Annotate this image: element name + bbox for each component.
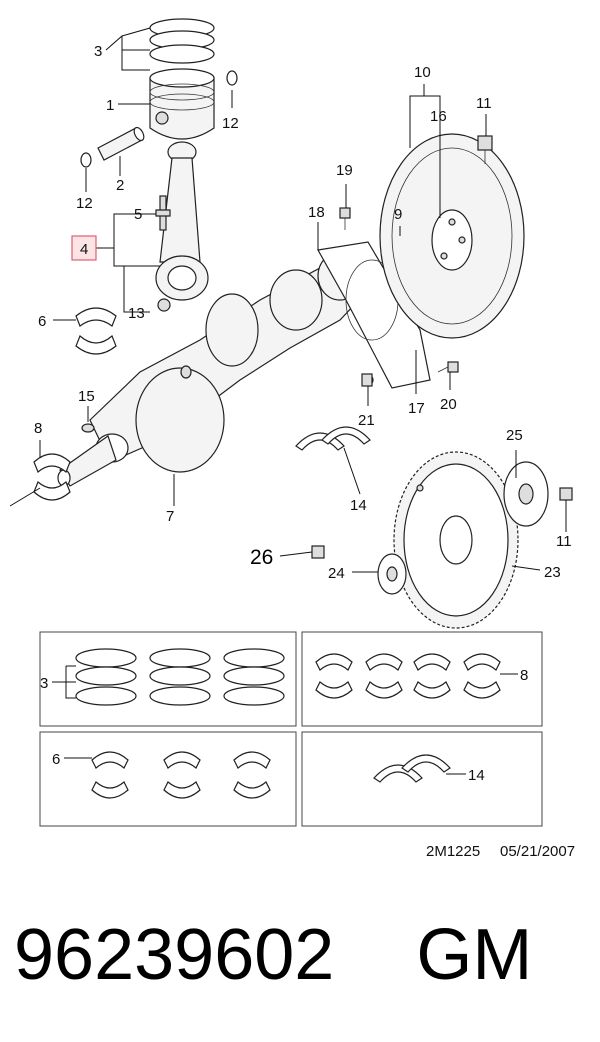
bearing-8	[33, 453, 71, 501]
callout-20: 20	[440, 396, 457, 413]
callout-11-top: 11	[476, 95, 492, 112]
brand-name: GM	[416, 915, 533, 995]
bolt-19	[339, 207, 351, 230]
flywheel	[379, 133, 525, 339]
callout-1: 1	[106, 97, 114, 114]
callout-13: 13	[128, 305, 145, 322]
leader-lines	[9, 27, 567, 573]
crankshaft	[57, 251, 373, 487]
callout-18: 18	[308, 204, 325, 221]
piston	[149, 68, 215, 140]
stamp-code: 2M1225	[426, 843, 480, 860]
callout-12-right: 12	[222, 115, 239, 132]
callout-2: 2	[116, 177, 124, 194]
inset-callout-3: 3	[40, 675, 48, 692]
callout-3: 3	[94, 43, 102, 60]
bolt-26	[311, 545, 325, 559]
inset-callout-8: 8	[520, 667, 528, 684]
connecting-rod	[155, 141, 209, 312]
inset-callout-6: 6	[52, 751, 60, 768]
stamp-date: 05/21/2007	[500, 843, 575, 860]
spacer-24	[377, 553, 407, 595]
callout-24: 24	[328, 565, 345, 582]
callout-23: 23	[544, 564, 561, 581]
callout-9: 9	[394, 206, 402, 223]
callout-11-right: 11	[556, 533, 572, 550]
callout-26: 26	[250, 546, 273, 569]
inset-rings-box: 3	[39, 631, 297, 727]
callout-21: 21	[358, 412, 375, 429]
callout-6: 6	[38, 313, 46, 330]
upper-bearing-6	[75, 307, 117, 355]
highlighted-callout-4: 4	[71, 235, 97, 261]
thrust-washer-14	[295, 426, 371, 451]
callout-5: 5	[134, 206, 142, 223]
pin-15	[81, 423, 95, 433]
callout-labels: 3 1 12 2 12 5 13 6 15 8 7 10 11 16 19 18…	[34, 43, 572, 582]
callout-7: 7	[166, 508, 174, 525]
callout-15: 15	[78, 388, 95, 405]
dowel-21	[361, 373, 373, 387]
callout-16: 16	[430, 108, 447, 125]
callout-4: 4	[80, 241, 88, 258]
callout-14-main: 14	[350, 497, 367, 514]
inset-thrust-14-box: 14	[301, 731, 543, 827]
diagram-stamp: 2M1225 05/21/2007	[426, 843, 575, 860]
inset-bearings-8-box: 8	[301, 631, 543, 727]
piston-rings-top	[149, 18, 215, 64]
inset-bearings-6-box: 6	[39, 731, 297, 827]
callout-10: 10	[414, 64, 431, 81]
snap-rings	[80, 70, 238, 168]
bolt-11-lower	[559, 487, 573, 501]
bolt-20	[437, 361, 459, 373]
inset-callout-14: 14	[468, 767, 485, 784]
callout-19: 19	[336, 162, 353, 179]
callout-25: 25	[506, 427, 523, 444]
piston-pin	[97, 126, 145, 161]
part-number-caption: 96239602 GM	[14, 905, 594, 1005]
callout-8: 8	[34, 420, 42, 437]
callout-12-left: 12	[76, 195, 93, 212]
part-number: 96239602	[14, 915, 335, 995]
flywheel-bolt-11	[477, 135, 493, 164]
adapter-plate-25	[503, 461, 549, 527]
ring-gear-flexplate	[393, 451, 519, 629]
callout-17: 17	[408, 400, 425, 417]
